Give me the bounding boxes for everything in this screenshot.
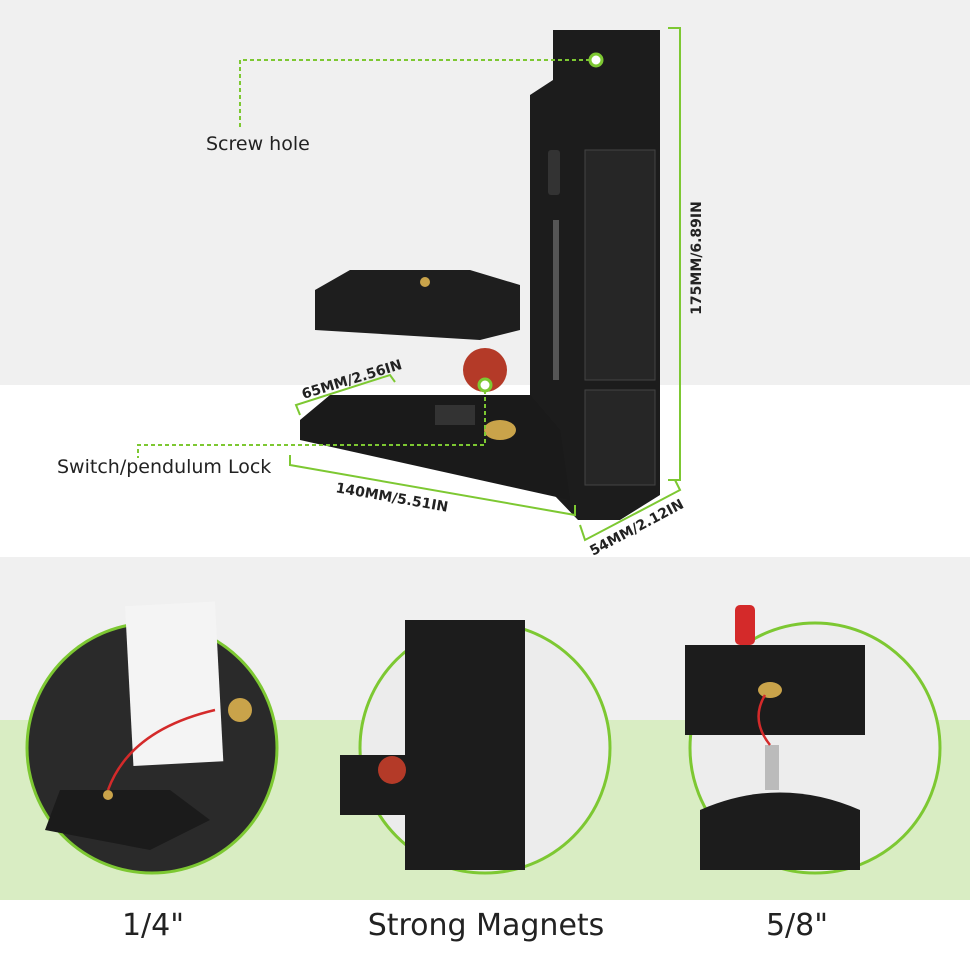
dimension-lines [289, 27, 682, 542]
screw-hole-label: Screw hole [206, 133, 310, 155]
feature-circles [25, 601, 942, 875]
height-dimension: 175MM/6.89IN [688, 201, 705, 315]
caption-five-eighths: 5/8" [765, 908, 829, 943]
callout-lines [137, 59, 590, 458]
arrows [106, 694, 771, 791]
l-bracket [300, 30, 660, 520]
lock-knob [463, 348, 507, 392]
caption-quarter-inch: 1/4" [121, 908, 185, 943]
switch-lock-label: Switch/pendulum Lock [57, 456, 272, 478]
caption-strong-magnets: Strong Magnets [367, 908, 605, 943]
